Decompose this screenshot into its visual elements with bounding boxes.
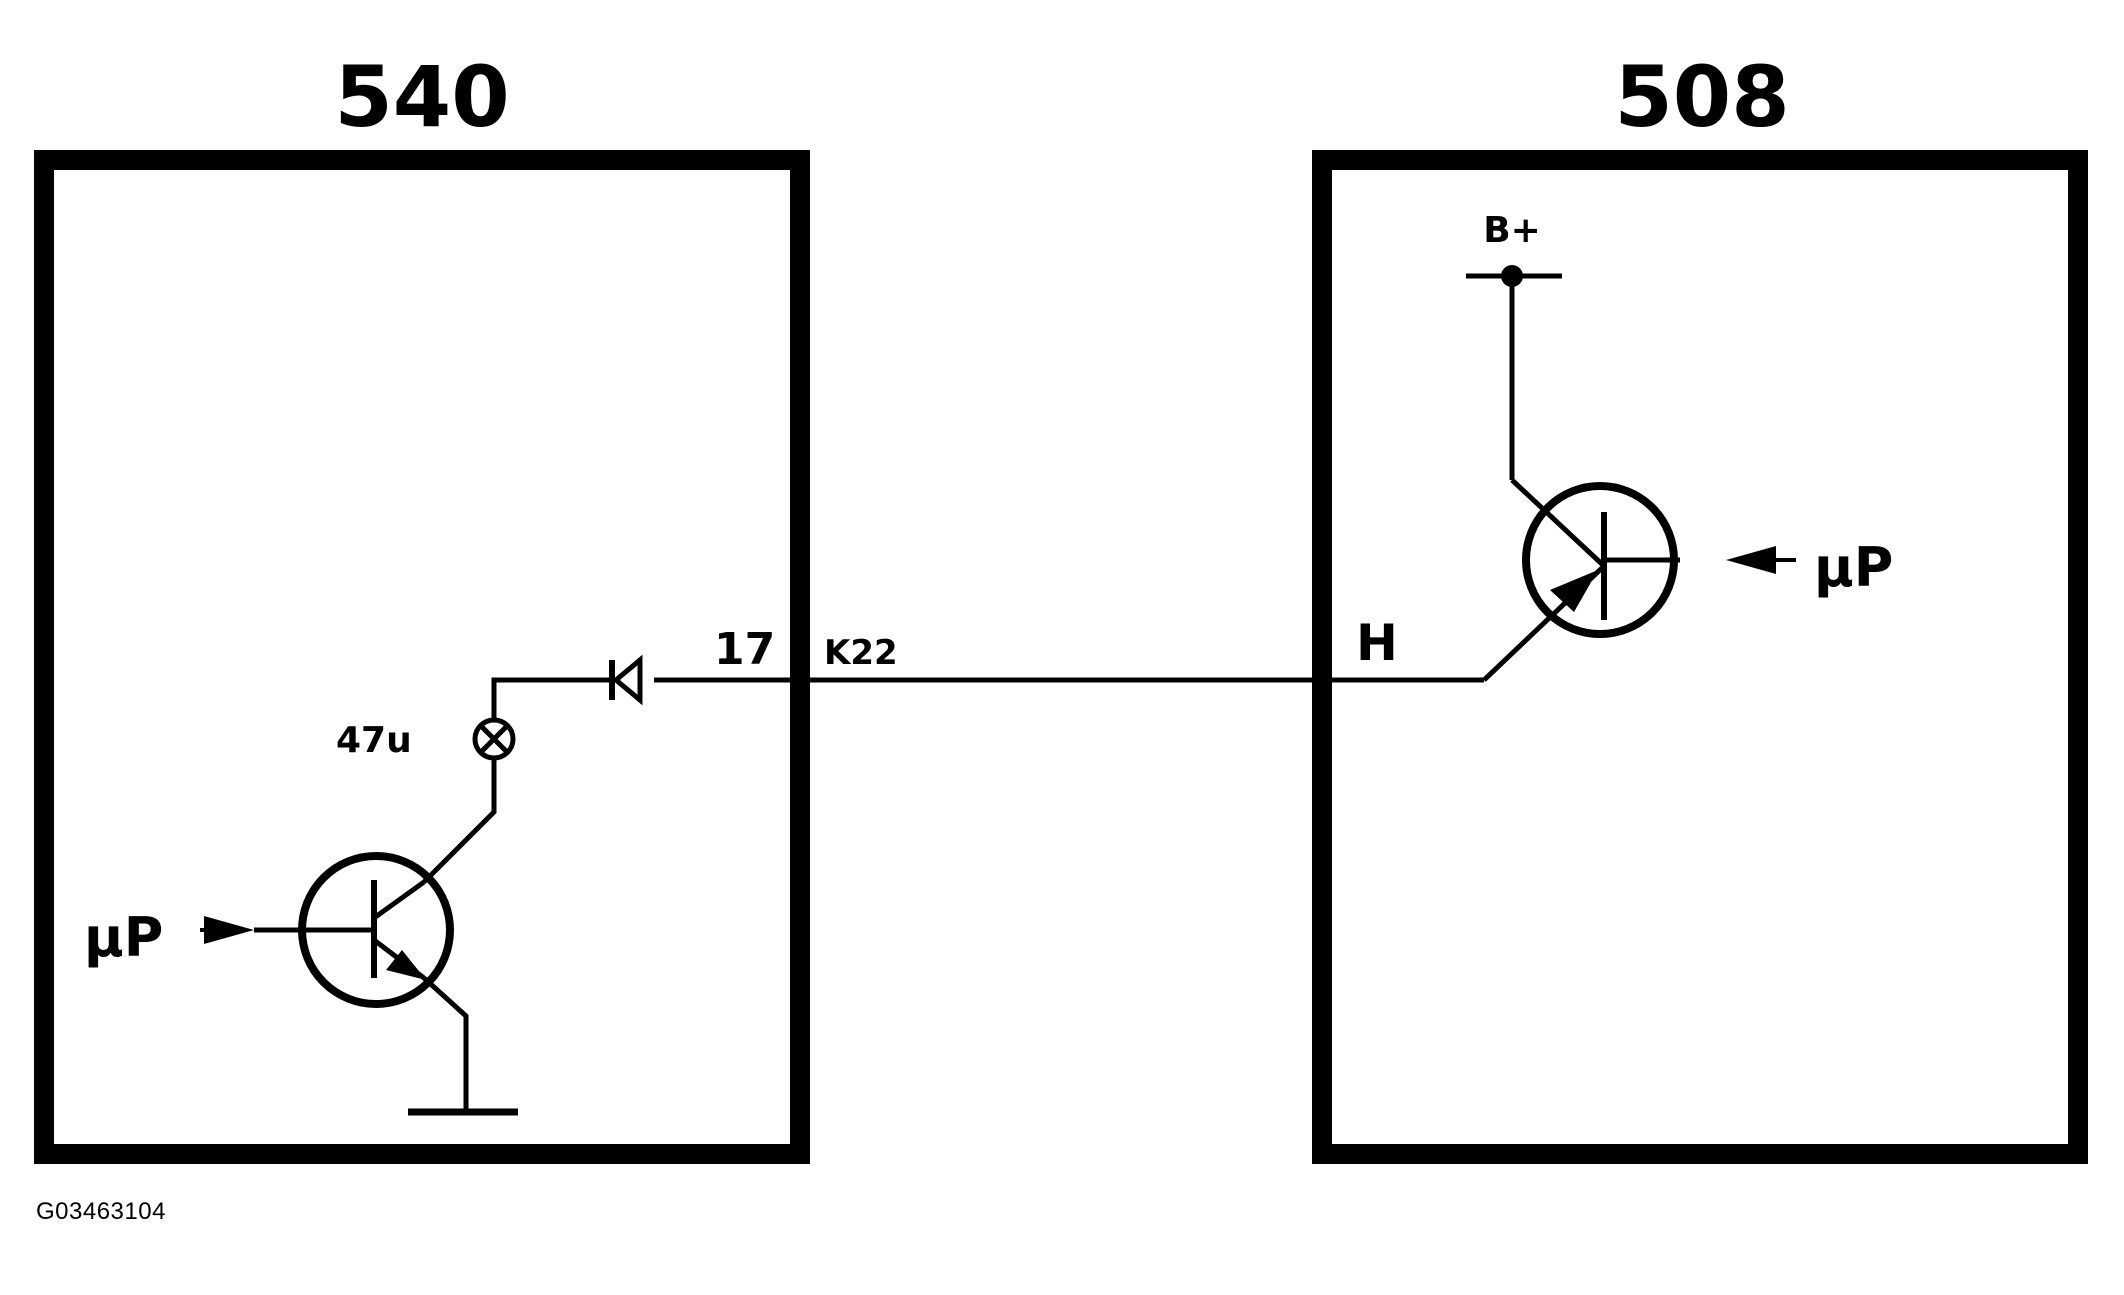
module-508: 508 [1312, 48, 2088, 1164]
supply-label: B+ [1483, 210, 1541, 251]
module-508-box [1312, 150, 2088, 1164]
figure-id: G03463104 [36, 1198, 166, 1225]
collector-wire-left [422, 758, 497, 884]
lamp-label: 47u [336, 720, 412, 761]
module-508-title: 508 [1614, 48, 1789, 146]
module-540-title: 540 [334, 48, 509, 146]
pin-h-label: H [1356, 614, 1398, 672]
transistor-icon [1482, 478, 1680, 682]
input-arrow-left [200, 916, 300, 944]
input-arrow-right [1726, 546, 1796, 574]
module-540: 540 [34, 48, 810, 1164]
pin-17-label: 17 [714, 624, 775, 675]
module-540-box [34, 150, 810, 1164]
supply-node-icon [1466, 265, 1562, 287]
emitter-wire-left [422, 976, 469, 1112]
lamp-icon [472, 717, 516, 761]
transistor-icon [290, 852, 454, 1008]
lamp-feed-wire [491, 677, 612, 720]
right-input-label: μP [1814, 536, 1893, 599]
diode-icon [609, 654, 643, 706]
left-input-label: μP [84, 906, 163, 969]
connector-k22-label: K22 [824, 633, 898, 673]
